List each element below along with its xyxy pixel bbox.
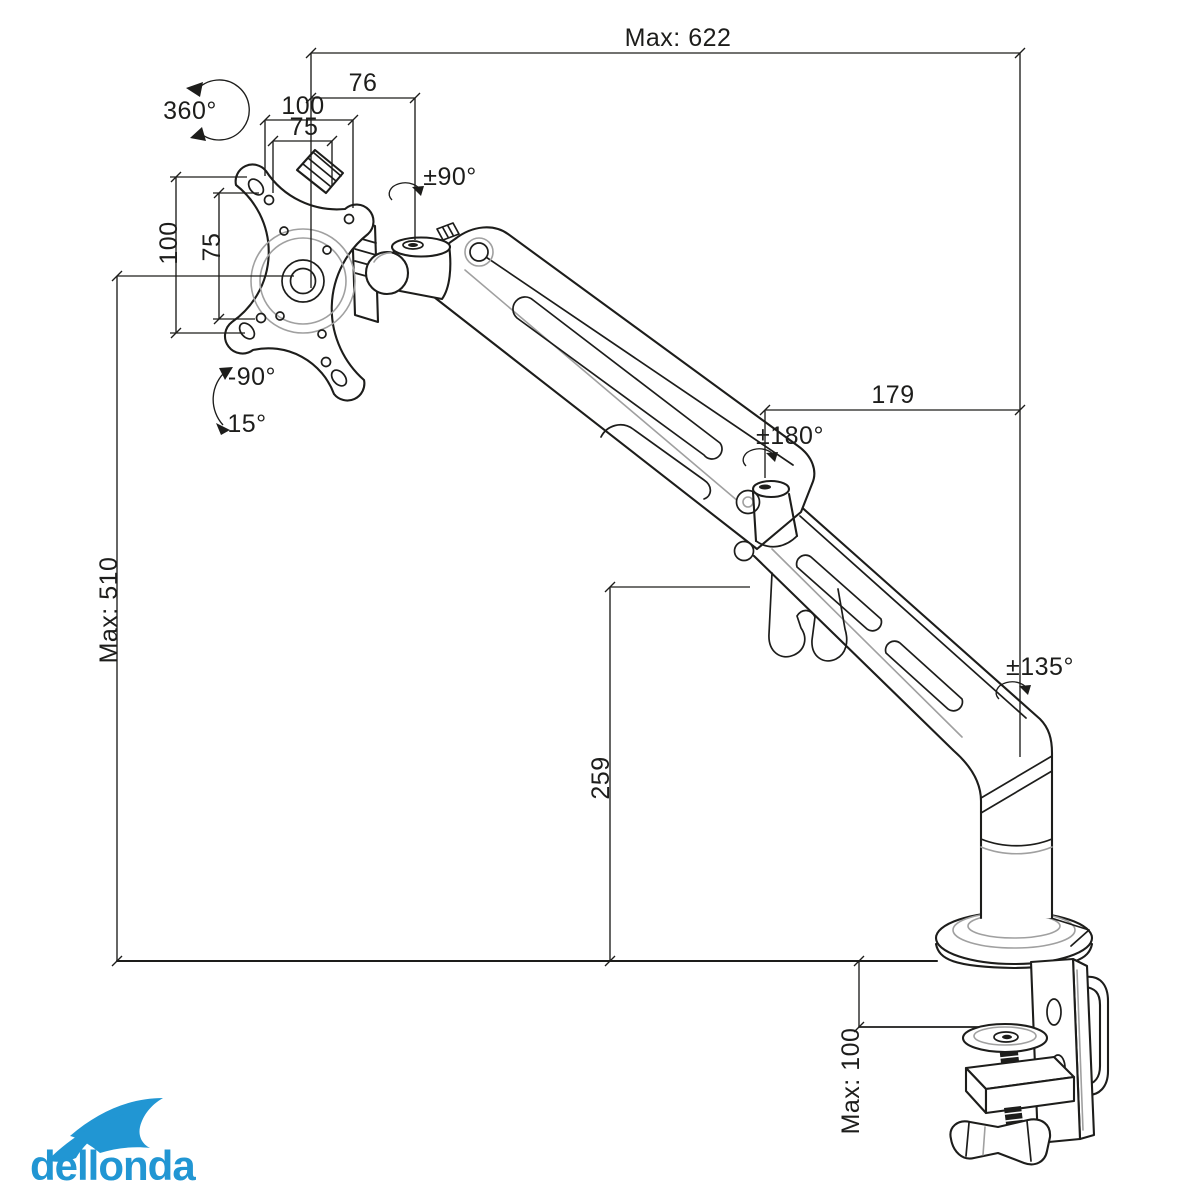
tilt-range: -90° 15° — [212, 363, 276, 438]
dim-max-100-label: Max: 100 — [837, 1028, 865, 1135]
dim-259-label: 259 — [587, 756, 615, 799]
dim-76-label: 76 — [349, 69, 378, 97]
dim-75-v-label: 75 — [198, 233, 226, 262]
dim-100-horizontal: 100 — [259, 92, 359, 208]
dim-max-510-label: Max: 510 — [95, 557, 123, 664]
rotation-135-label: ±135° — [1006, 653, 1074, 681]
clamp-bracket — [1029, 957, 1082, 1145]
rotation-180: ±180° — [742, 422, 824, 467]
brand-logo: dellonda — [30, 1098, 197, 1189]
vesa-hole — [343, 213, 355, 225]
brand-wave-swoosh — [48, 1114, 124, 1162]
dim-max-622: Max: 622 — [305, 24, 1026, 757]
rotation-180-label: ±180° — [756, 422, 824, 450]
clamp-washer — [961, 1022, 1049, 1054]
dim-179-label: 179 — [871, 381, 914, 409]
dim-100-h-label: 100 — [281, 92, 324, 120]
dim-75-horizontal: 75 — [267, 113, 338, 193]
brand-wordmark: dellonda — [30, 1142, 196, 1189]
gas-spring-slot — [512, 296, 723, 460]
dim-75-vertical: 75 — [198, 187, 259, 325]
arm-handle-line — [600, 424, 712, 500]
dim-max-510: Max: 510 — [95, 270, 294, 967]
dim-max-100: Max: 100 — [837, 955, 865, 1135]
desk-clamp — [949, 957, 1110, 1166]
tilt-down-label: 15° — [227, 410, 266, 438]
clamp-knob — [949, 1118, 1052, 1166]
rotation-360-label: 360° — [163, 97, 217, 125]
vesa-plate — [223, 148, 375, 402]
cable-clip — [768, 572, 848, 662]
dim-max-622-label: Max: 622 — [625, 24, 732, 52]
dim-179: 179 — [759, 381, 1026, 478]
desk-surface — [115, 959, 985, 1028]
dim-76: 76 — [305, 69, 421, 240]
elbow-joint — [733, 479, 799, 562]
rotation-360: 360° — [163, 79, 250, 141]
vesa-hole — [263, 194, 275, 206]
rotation-135: ±135° — [995, 653, 1074, 700]
dimension-annotations: Max: 622 76 100 75 100 75 — [95, 24, 1074, 1135]
tilt-up-label: -90° — [228, 363, 276, 391]
dim-259: 259 — [587, 581, 750, 967]
dim-75-h-label: 75 — [290, 113, 319, 141]
pole — [752, 494, 1054, 920]
dim-100-vertical: 100 — [155, 171, 247, 339]
vesa-hole — [330, 369, 348, 387]
vesa-hole — [255, 312, 267, 324]
monitor-arm-artwork — [115, 148, 1110, 1166]
vesa-hole — [238, 322, 256, 340]
vesa-hole — [247, 178, 265, 196]
brand-wave-icon — [70, 1098, 163, 1153]
dim-100-v-label: 100 — [155, 221, 183, 264]
tilt-tab — [436, 222, 460, 241]
rotation-90: ±90° — [388, 163, 477, 201]
rotation-90-label: ±90° — [423, 163, 477, 191]
ball-joint — [364, 250, 410, 296]
vesa-hole — [320, 356, 332, 368]
lower-arm — [771, 515, 1027, 738]
